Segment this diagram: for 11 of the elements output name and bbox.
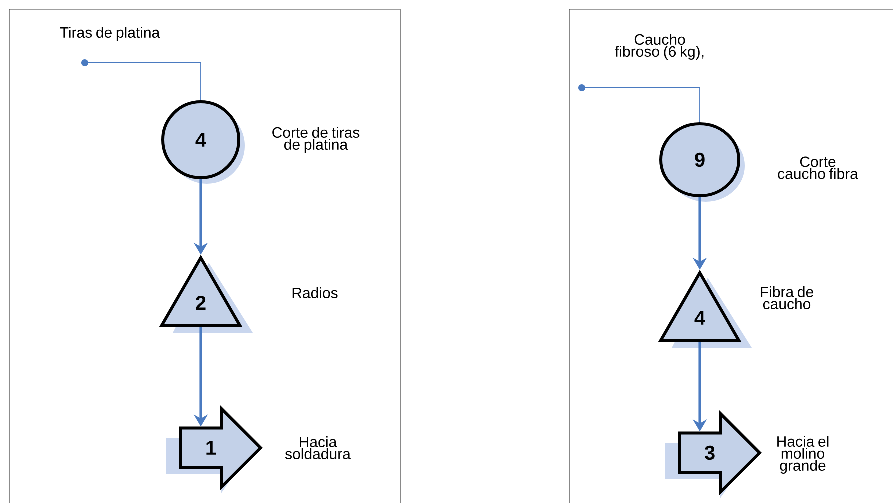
input-label: Caucho fibroso (6 kg), bbox=[615, 34, 704, 60]
step-description: Corte caucho fibra bbox=[778, 156, 858, 180]
step-description: Radios bbox=[292, 288, 338, 298]
panel-frame bbox=[9, 9, 401, 503]
step-description: Corte de tiras de platina bbox=[272, 127, 360, 153]
input-label: Tiras de platina bbox=[60, 27, 160, 41]
leader-line bbox=[578, 84, 700, 123]
step-description: Fibra de caucho bbox=[761, 286, 814, 310]
step-description: Hacia el molino grande bbox=[778, 436, 829, 474]
leader-line bbox=[82, 60, 202, 101]
step-description: Hacia soldadura bbox=[286, 436, 351, 460]
